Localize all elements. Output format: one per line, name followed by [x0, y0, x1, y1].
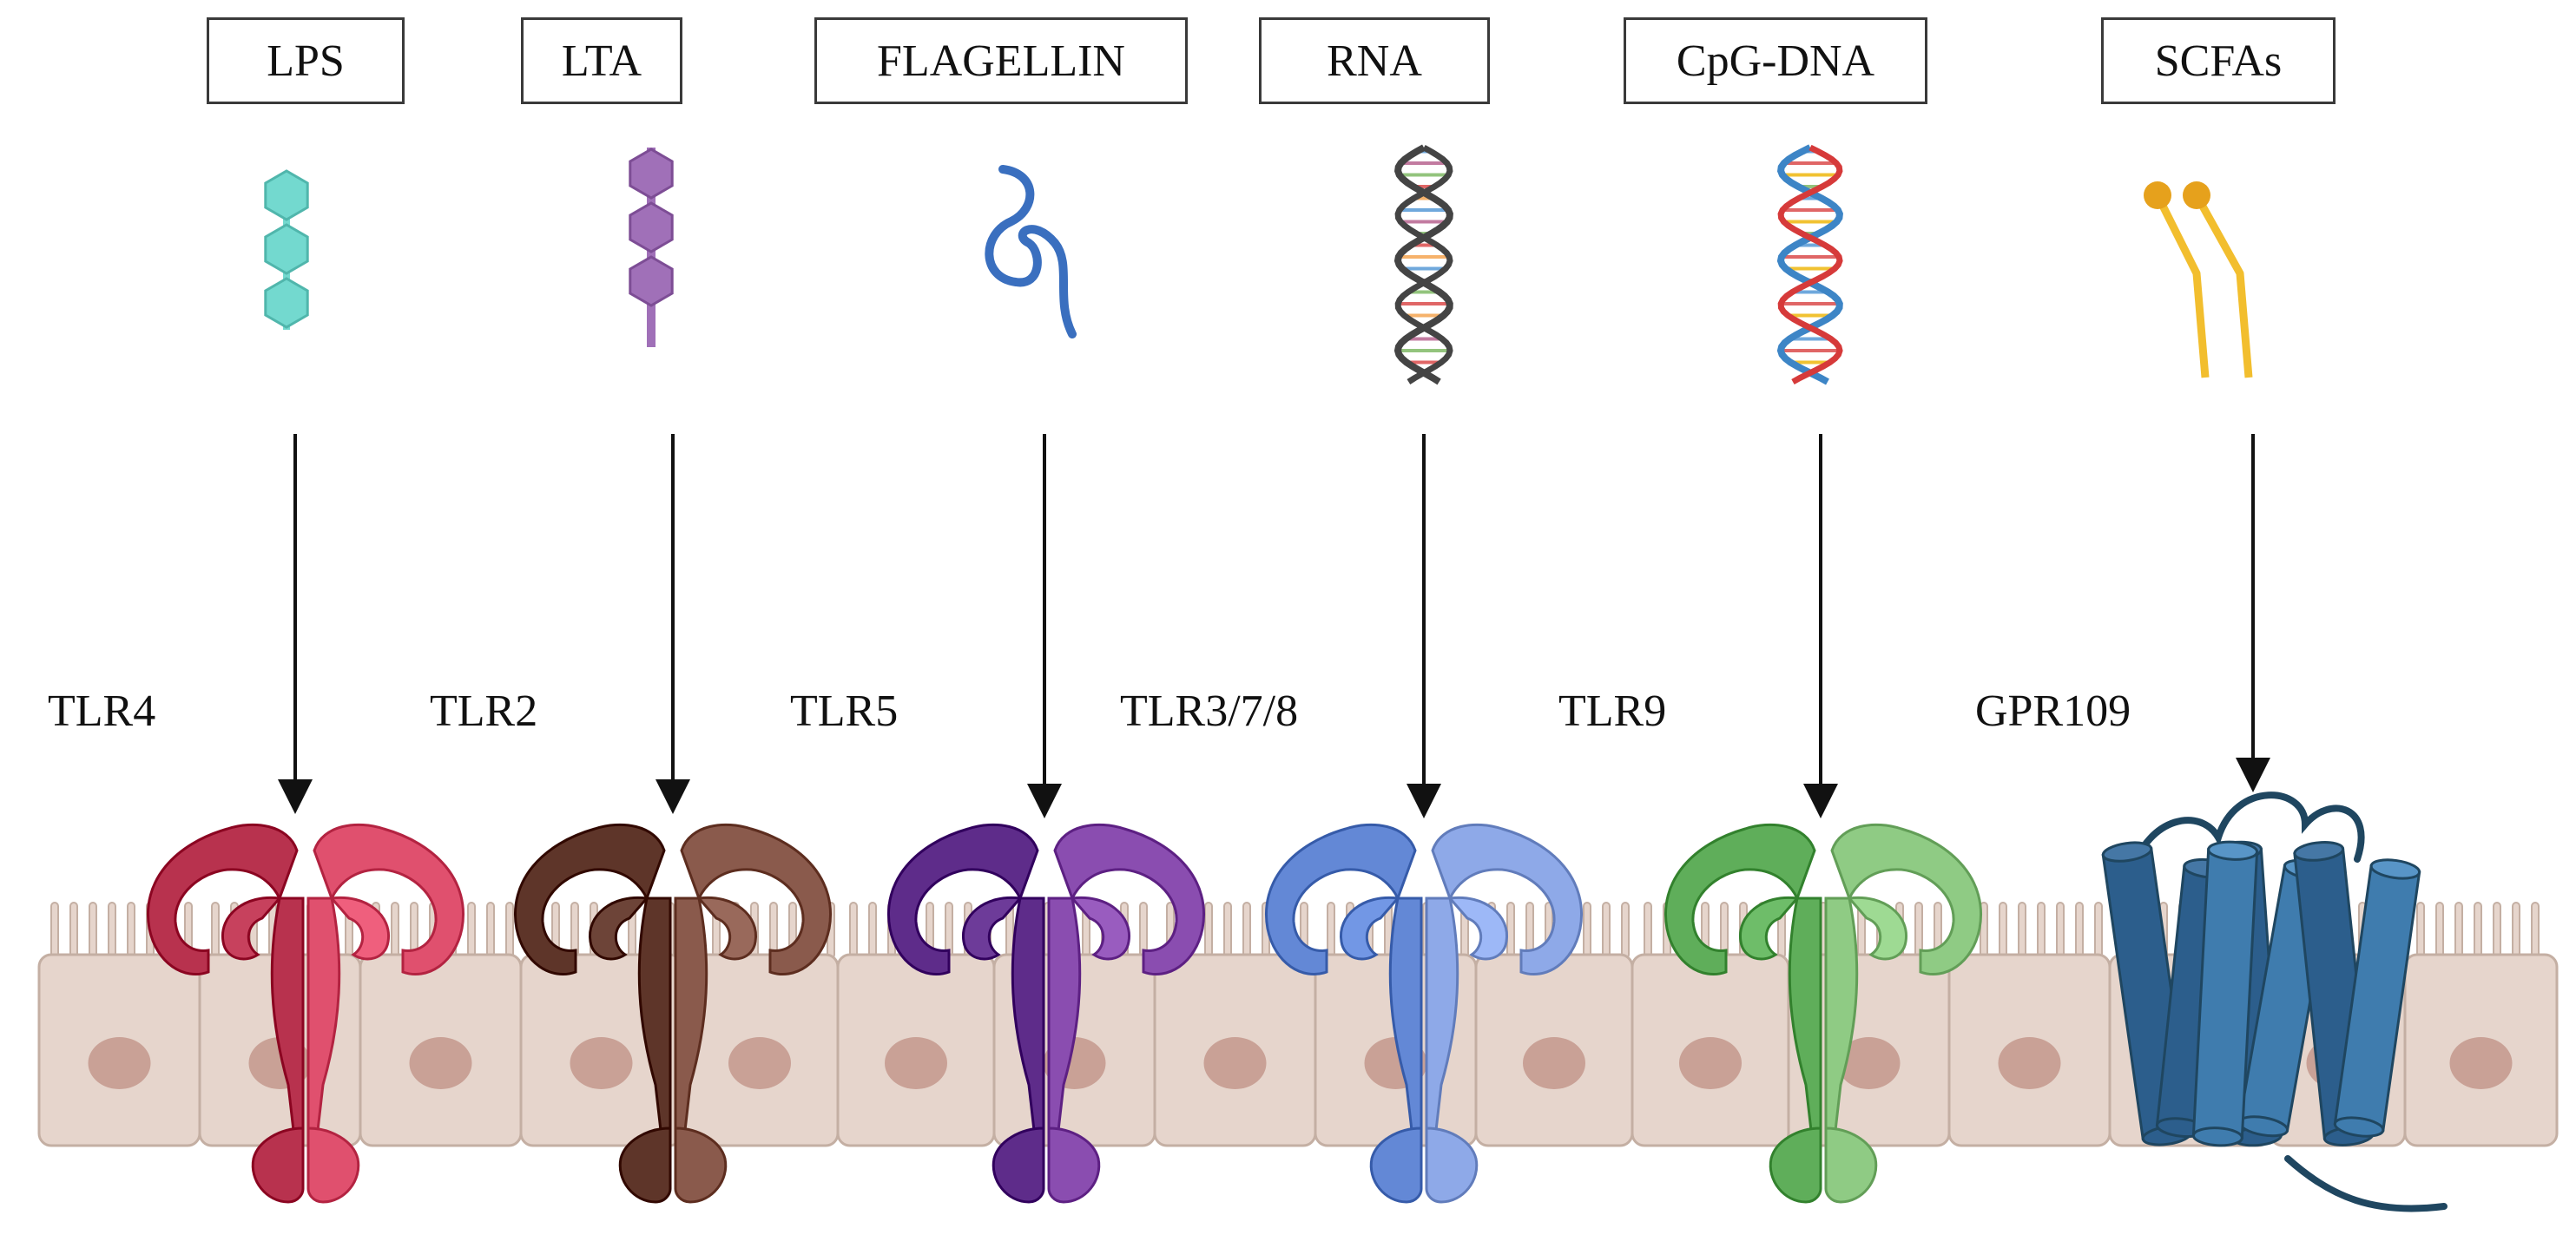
gpcr-helix — [2333, 858, 2421, 1138]
ligand-box-flagellin: FLAGELLIN — [814, 17, 1188, 104]
cell-nucleus — [1523, 1037, 1585, 1089]
ligand-box-cpg-dna: CpG-DNA — [1624, 17, 1927, 104]
ligand-icon-layer — [264, 144, 2253, 385]
cell-nucleus — [88, 1037, 151, 1089]
ligand-box-lps: LPS — [207, 17, 405, 104]
epithelial-cell — [836, 902, 996, 1147]
receptor-label-tlr2: TLR2 — [430, 686, 538, 736]
ligand-box-lta: LTA — [521, 17, 682, 104]
cell-nucleus — [2449, 1037, 2513, 1089]
receptor-label-tlr9: TLR9 — [1558, 686, 1667, 736]
cell-nucleus — [728, 1037, 791, 1089]
cell-nucleus — [1837, 1037, 1901, 1089]
receptor-gpr109 — [2101, 791, 2448, 1212]
gpcr-helix — [2191, 840, 2259, 1147]
receptor-label-tlr4: TLR4 — [48, 686, 156, 736]
lps-hexagon-chain-icon — [264, 169, 309, 330]
ligand-box-rna: RNA — [1259, 17, 1490, 104]
flagellin-squiggle-icon — [985, 165, 1077, 338]
cell-nucleus — [1679, 1037, 1742, 1089]
receptor-label-gpr109: GPR109 — [1975, 686, 2131, 736]
receptor-tlr5 — [887, 823, 1205, 1204]
ligand-label-scfas: SCFAs — [2154, 36, 2283, 86]
scfa-chains-icon — [2144, 181, 2253, 378]
ligand-label-lta: LTA — [561, 36, 642, 86]
receptor-label-tlr5: TLR5 — [790, 686, 899, 736]
ligand-box-scfas: SCFAs — [2101, 17, 2336, 104]
cell-nucleus — [885, 1037, 947, 1089]
ligand-label-rna: RNA — [1327, 36, 1422, 86]
cell-nucleus — [1203, 1037, 1267, 1089]
arrow-layer — [278, 434, 2270, 818]
receptor-label-tlr3-7-8: TLR3/7/8 — [1120, 686, 1299, 736]
receptor-tlr2 — [514, 823, 832, 1204]
ligand-label-cpg-dna: CpG-DNA — [1676, 36, 1875, 86]
ligand-label-lps: LPS — [267, 36, 345, 86]
dna-double-helix-icon — [1776, 144, 1843, 385]
epithelial-cell — [2403, 902, 2559, 1147]
lta-hexagon-chain-icon — [629, 148, 674, 347]
receptor-tlr9 — [1664, 823, 1982, 1204]
cell-nucleus — [1998, 1037, 2061, 1089]
ligand-label-flagellin: FLAGELLIN — [877, 36, 1125, 86]
epithelial-cell — [1947, 902, 2112, 1147]
cell-nucleus — [570, 1037, 633, 1089]
receptor-layer — [147, 791, 2448, 1212]
receptor-tlr3-7-8 — [1265, 823, 1583, 1204]
cell-nucleus — [409, 1037, 472, 1089]
rna-helix-icon — [1393, 144, 1453, 385]
receptor-tlr4 — [147, 823, 464, 1204]
